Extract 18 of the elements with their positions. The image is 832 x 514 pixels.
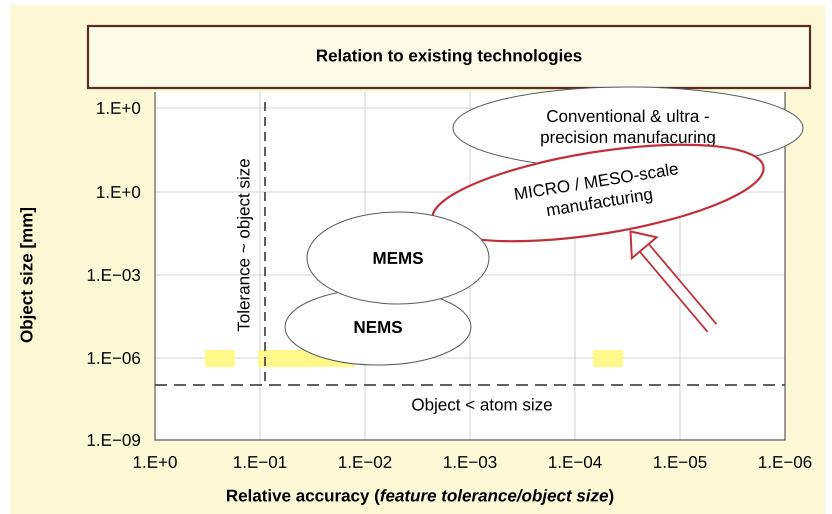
tick-label: 1.E−06: [759, 456, 812, 468]
axis-title: Object size [mm]: [20, 208, 36, 342]
tick-label: 1.E−05: [654, 456, 706, 468]
axis-title: Relative accuracy (feature tolerance/object size): [226, 489, 614, 505]
tick-label: 1.E+0: [97, 186, 140, 198]
tick-label: 1.E+0: [134, 456, 177, 468]
tick-label: 1.E−06: [88, 352, 140, 364]
tick-label: 1.E−01: [234, 456, 286, 468]
annotation-text: Tolerance ~ object size: [237, 159, 253, 332]
tick-label: 1.E−09: [88, 434, 140, 446]
tick-label: 1.E−02: [339, 456, 392, 468]
tick-label: 1.E−04: [549, 456, 602, 468]
tick-label: 1.E−03: [444, 456, 496, 468]
tick-label: 1.E−03: [88, 268, 140, 282]
block-arrow: [629, 230, 718, 332]
title-box: Relation to existing technologies: [86, 24, 812, 90]
annotation-text: Object < atom size: [412, 398, 552, 414]
tick-label: 1.E+0: [97, 102, 140, 114]
